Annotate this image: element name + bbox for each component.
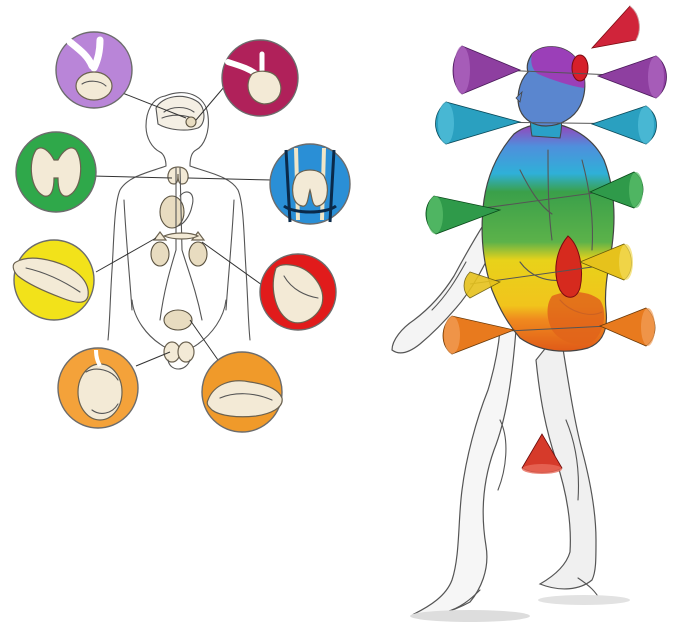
chakra-cone-crown	[592, 6, 639, 48]
gland-circle-ovary	[202, 352, 282, 432]
gland-circle-testis	[58, 348, 138, 428]
gland-circle-thymus	[270, 144, 350, 224]
gland-circle-pineal	[56, 32, 132, 108]
gland-circle-pancreas	[13, 240, 94, 320]
gland-circle-thyroid	[16, 132, 96, 212]
gland-circle-adrenal	[260, 254, 336, 330]
gland-circle-pituitary	[222, 40, 298, 116]
endocrine-body-outline	[108, 93, 250, 369]
chakra-figure	[392, 47, 630, 622]
